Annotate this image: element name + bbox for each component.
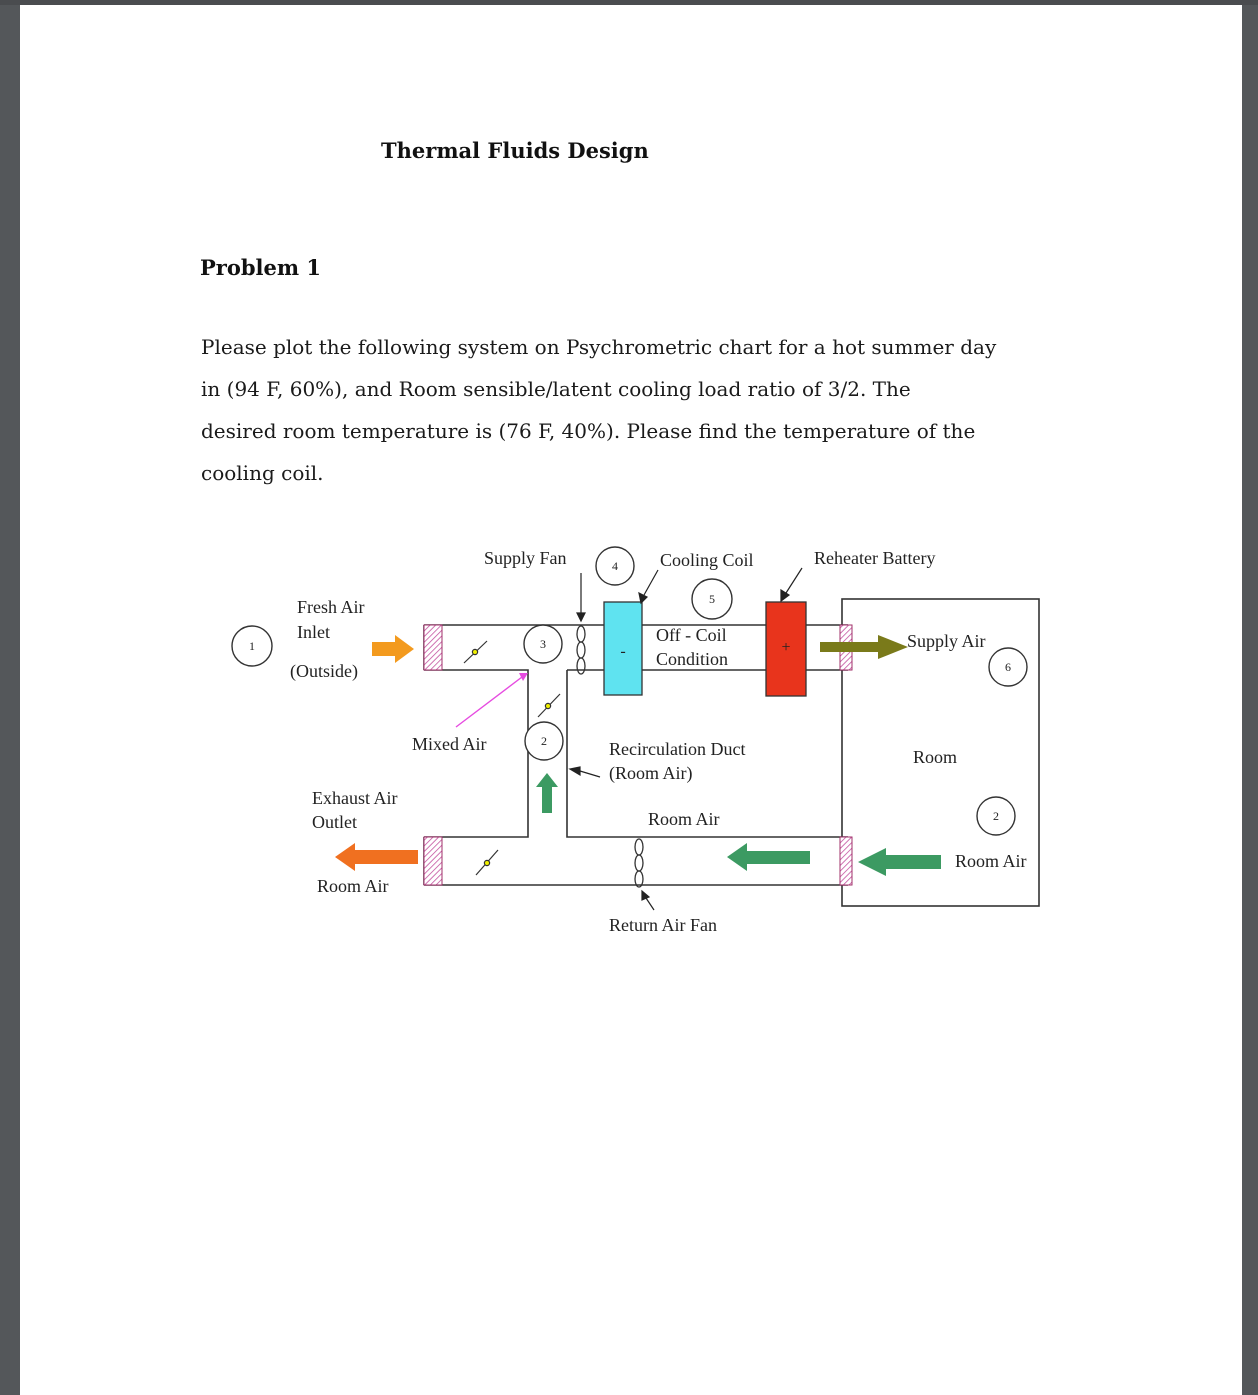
supply-fan-icon xyxy=(576,625,586,675)
supply-fan-label: Supply Fan xyxy=(484,548,567,568)
mixed-air-label: Mixed Air xyxy=(412,734,487,754)
exhaust-outlet-label: Outlet xyxy=(312,812,357,832)
fresh-air-grille xyxy=(423,624,443,671)
state-point-5-circle xyxy=(691,578,733,620)
return-fan-icon xyxy=(634,838,644,888)
fresh-air-arrow xyxy=(372,635,414,663)
state-point-1: 1 xyxy=(249,639,255,653)
room-air-right-label: Room Air xyxy=(955,851,1027,871)
coil-sign: - xyxy=(620,643,625,660)
problem-heading: Problem 1 xyxy=(200,255,322,280)
state-point-2-room-circle xyxy=(976,796,1016,836)
mixing-pointer xyxy=(455,676,523,728)
state-point-2-circle xyxy=(524,721,564,761)
recirc-room-air-label: (Room Air) xyxy=(609,763,693,784)
recirc-duct-label: Recirculation Duct xyxy=(609,739,745,759)
leader-lines xyxy=(568,567,803,911)
inlet-label: Inlet xyxy=(297,622,330,642)
damper-icon xyxy=(463,640,488,664)
document-page: Thermal Fluids Design Problem 1 Please p… xyxy=(20,5,1242,1395)
return-grille xyxy=(839,836,853,886)
return-air-arrow xyxy=(727,843,810,871)
viewer-top-bar xyxy=(0,0,1258,5)
room-air-arrow xyxy=(858,848,941,876)
problem-line: in (94 F, 60%), and Room sensible/latent… xyxy=(201,377,911,401)
reheater-battery xyxy=(765,601,807,697)
problem-line: cooling coil. xyxy=(201,461,324,485)
state-point-6-circle xyxy=(988,647,1028,687)
mixing-pointer-head xyxy=(519,673,528,681)
damper-icon xyxy=(475,849,499,876)
damper-icon xyxy=(537,693,561,718)
state-point-4: 4 xyxy=(612,559,618,573)
state-point-3-circle xyxy=(523,624,563,664)
exhaust-label: Exhaust Air xyxy=(312,788,398,808)
state-point-3: 3 xyxy=(540,637,546,651)
fresh-air-label: Fresh Air xyxy=(297,597,365,617)
cooling-coil-label: Cooling Coil xyxy=(660,550,754,570)
exhaust-arrow xyxy=(335,843,418,871)
off-coil-condition-label: Condition xyxy=(656,649,728,669)
room-air-center-label: Room Air xyxy=(648,809,720,829)
reheater-label: Reheater Battery xyxy=(814,548,935,568)
state-point-2-room: 2 xyxy=(993,809,999,823)
outside-label: (Outside) xyxy=(290,661,358,682)
supply-air-label: Supply Air xyxy=(907,631,986,651)
document-title: Thermal Fluids Design xyxy=(381,138,649,163)
problem-line: desired room temperature is (76 F, 40%).… xyxy=(201,419,976,443)
reheat-sign: + xyxy=(781,639,790,656)
problem-line: Please plot the following system on Psyc… xyxy=(201,335,997,359)
return-fan-label: Return Air Fan xyxy=(609,915,717,935)
room-label: Room xyxy=(913,747,957,767)
state-point-1-circle xyxy=(231,625,273,667)
state-point-5: 5 xyxy=(709,592,715,606)
problem-statement: Please plot the following system on Psyc… xyxy=(201,326,1021,494)
state-point-6: 6 xyxy=(1005,660,1011,674)
hvac-system-diagram: - + 1 3 2 4 5 6 2 xyxy=(231,546,1040,935)
state-point-4-circle xyxy=(595,546,635,586)
room-air-left-label: Room Air xyxy=(317,876,389,896)
state-point-2: 2 xyxy=(541,734,547,748)
recirc-air-arrow xyxy=(536,773,558,813)
exhaust-grille xyxy=(423,836,443,886)
off-coil-label: Off - Coil xyxy=(656,625,727,645)
room-box xyxy=(841,598,1040,907)
supply-air-arrow xyxy=(820,635,908,659)
cooling-coil xyxy=(603,601,643,696)
